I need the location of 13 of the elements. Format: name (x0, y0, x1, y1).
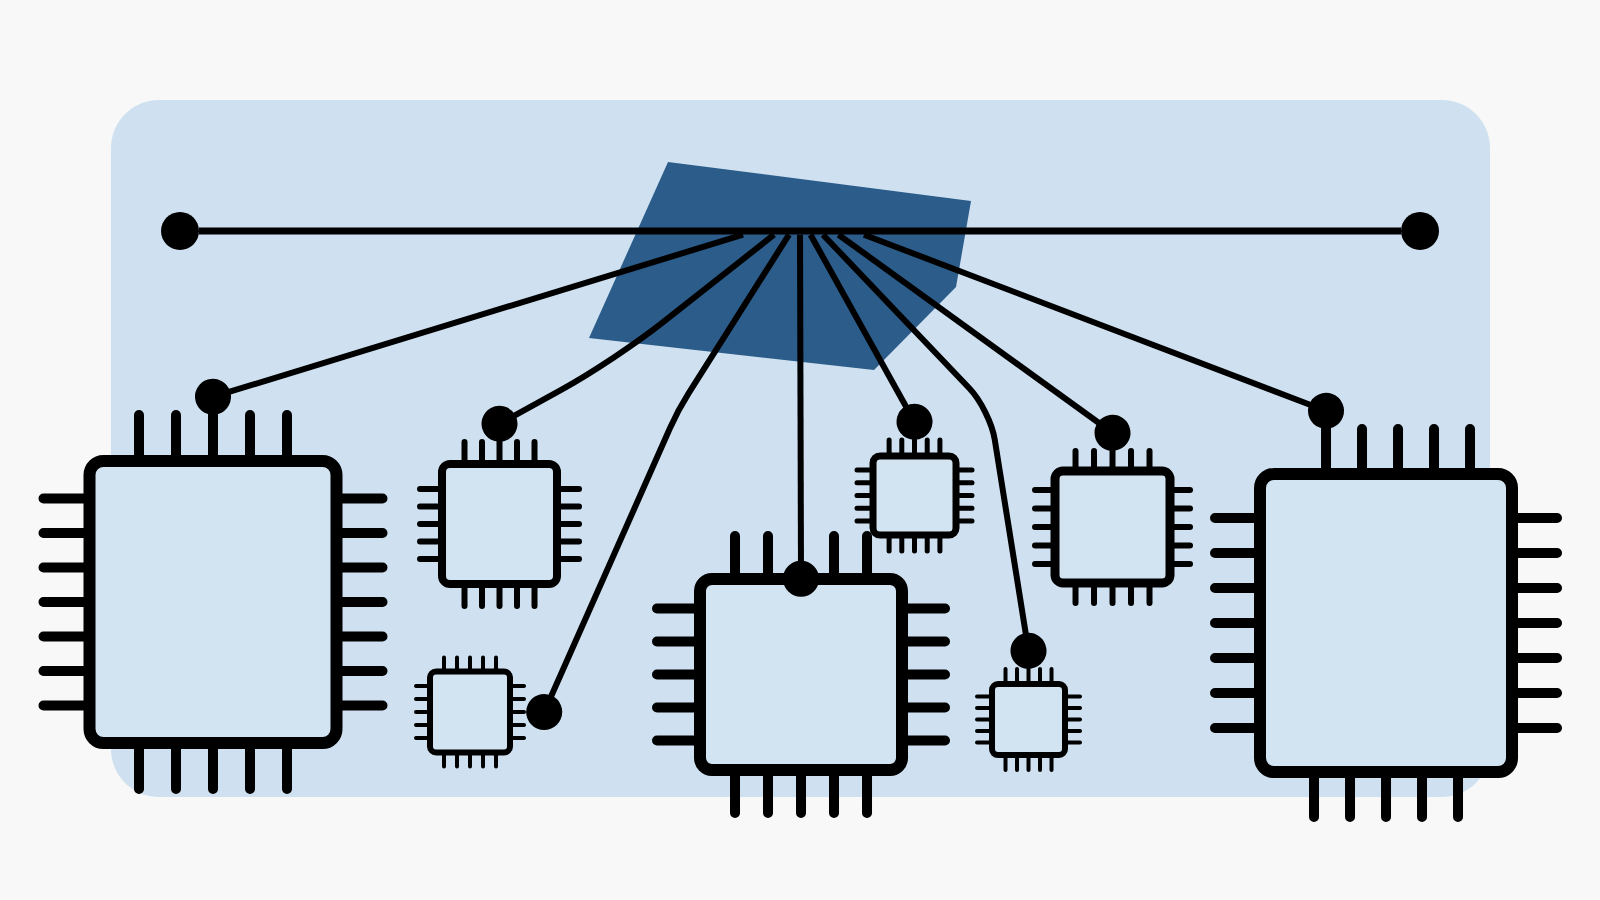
microchip (1032, 448, 1193, 606)
microchip (975, 667, 1082, 772)
connector (526, 233, 792, 730)
connector (195, 231, 744, 415)
microchip (417, 439, 582, 609)
microchip (414, 655, 526, 769)
microchip (652, 531, 950, 818)
microchip (854, 437, 975, 554)
connector (862, 231, 1344, 429)
microchip (38, 410, 388, 794)
connector (820, 232, 1047, 669)
microchip (1210, 424, 1562, 822)
connector (836, 232, 1131, 451)
